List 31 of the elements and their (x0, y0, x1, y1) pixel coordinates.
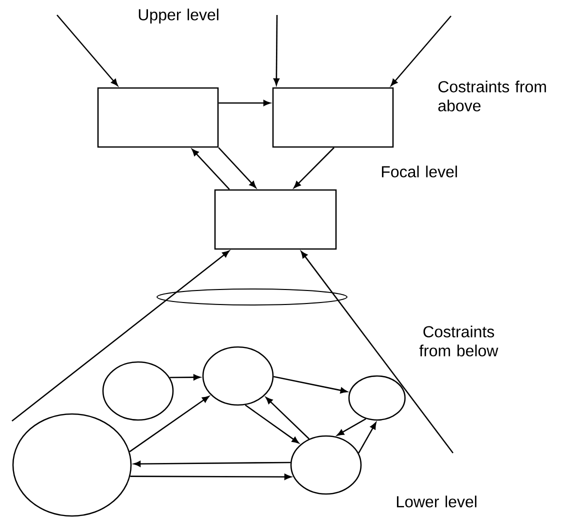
level-label: Focal level (382, 166, 457, 178)
arrow (130, 474, 292, 480)
arrow (12, 250, 230, 422)
level-label: Lower level (396, 496, 476, 508)
arrow (170, 374, 200, 380)
ellipse (290, 435, 362, 495)
ellipse (102, 361, 174, 421)
arrow (336, 418, 366, 436)
arrow (192, 148, 230, 190)
arrow (56, 14, 118, 86)
box (272, 87, 394, 148)
arrow (300, 251, 454, 454)
box (214, 189, 337, 250)
arrow (129, 396, 210, 452)
ellipse (12, 413, 132, 517)
level-label: Costraints from below (419, 326, 498, 356)
level-label: Upper level (138, 8, 218, 24)
arrow (294, 147, 334, 188)
arrow (274, 376, 348, 394)
level-label: Costraints from above (438, 80, 546, 112)
box (97, 87, 219, 148)
arrow (244, 404, 299, 444)
arrow (390, 16, 452, 86)
arrow (273, 14, 280, 86)
ellipse (348, 375, 406, 421)
arrow (218, 100, 270, 106)
arrow (358, 422, 376, 454)
arrow (134, 460, 290, 467)
arrow (218, 147, 256, 188)
arrow (266, 397, 310, 440)
ellipse (202, 346, 274, 406)
